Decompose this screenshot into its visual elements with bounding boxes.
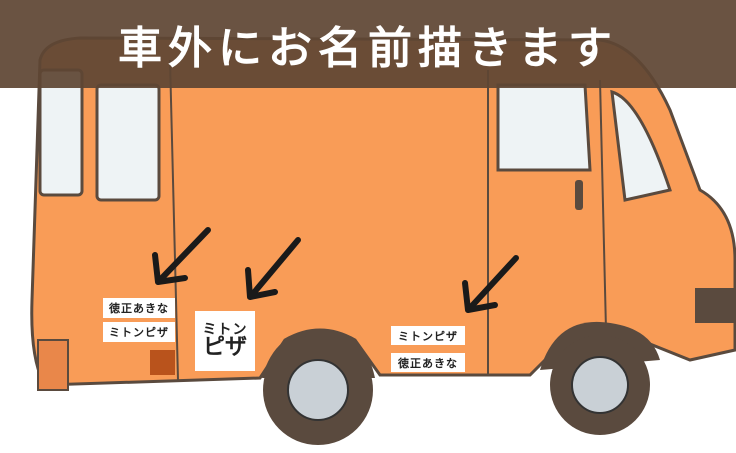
shop-logo: ミトン ピザ: [195, 311, 255, 371]
side-window: [496, 83, 592, 172]
shop-label-rear: ミトンピザ: [103, 322, 175, 342]
door-line: [599, 79, 607, 331]
name-label-rear: 徳正あきな: [103, 298, 175, 318]
door-handle: [575, 180, 583, 210]
name-label-side: 徳正あきな: [391, 353, 465, 372]
logo-line2: ピザ: [202, 335, 247, 360]
front-hubcap: [571, 356, 629, 414]
door-line: [169, 59, 179, 381]
rear-light: [37, 339, 69, 391]
arrow-icon: [152, 227, 211, 285]
banner-title: 車外にお名前描きます: [118, 23, 618, 74]
rear-window-right: [95, 83, 161, 202]
shop-label-side: ミトンピザ: [391, 326, 465, 345]
rear-hubcap: [287, 359, 349, 421]
rear-window-left: [38, 68, 84, 197]
arrow-icon: [245, 237, 301, 300]
logo-line1: ミトン: [202, 322, 248, 338]
front-window: [610, 89, 672, 202]
title-banner: 車外にお名前描きます: [0, 0, 736, 88]
arrow-icon: [462, 255, 519, 313]
rear-reflector: [150, 350, 175, 375]
headlight: [695, 288, 736, 323]
